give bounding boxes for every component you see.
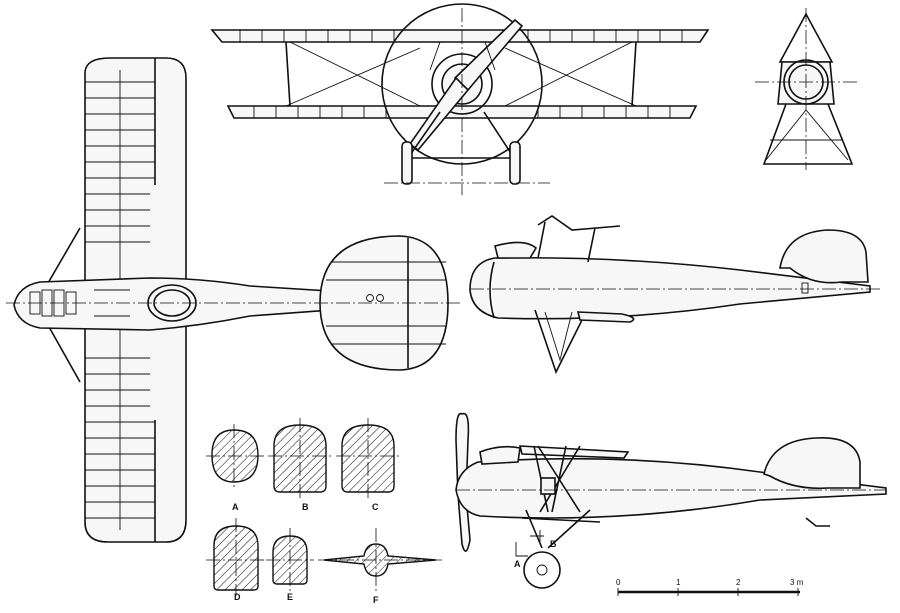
section-a-label: A bbox=[232, 502, 239, 512]
section-f-label: F bbox=[373, 595, 379, 605]
scale-tick-2: 2 bbox=[736, 578, 741, 587]
scale-bar: 0 1 2 3 m bbox=[616, 578, 804, 596]
section-e-label: E bbox=[287, 592, 293, 602]
scale-tick-3: 3 m bbox=[790, 578, 804, 587]
marker-a-label: A bbox=[514, 559, 521, 569]
rear-end-view bbox=[755, 8, 860, 170]
section-b-label: B bbox=[302, 502, 309, 512]
marker-b-label: B bbox=[550, 539, 557, 549]
front-view bbox=[210, 3, 710, 195]
scale-tick-0: 0 bbox=[616, 578, 621, 587]
side-view-fuselage bbox=[469, 215, 880, 375]
scale-tick-1: 1 bbox=[676, 578, 681, 587]
plan-view bbox=[6, 57, 462, 543]
side-view-complete: A B bbox=[455, 412, 887, 589]
section-d-label: D bbox=[234, 592, 241, 602]
cross-sections: A B C D E F bbox=[206, 418, 444, 605]
section-c-label: C bbox=[372, 502, 379, 512]
